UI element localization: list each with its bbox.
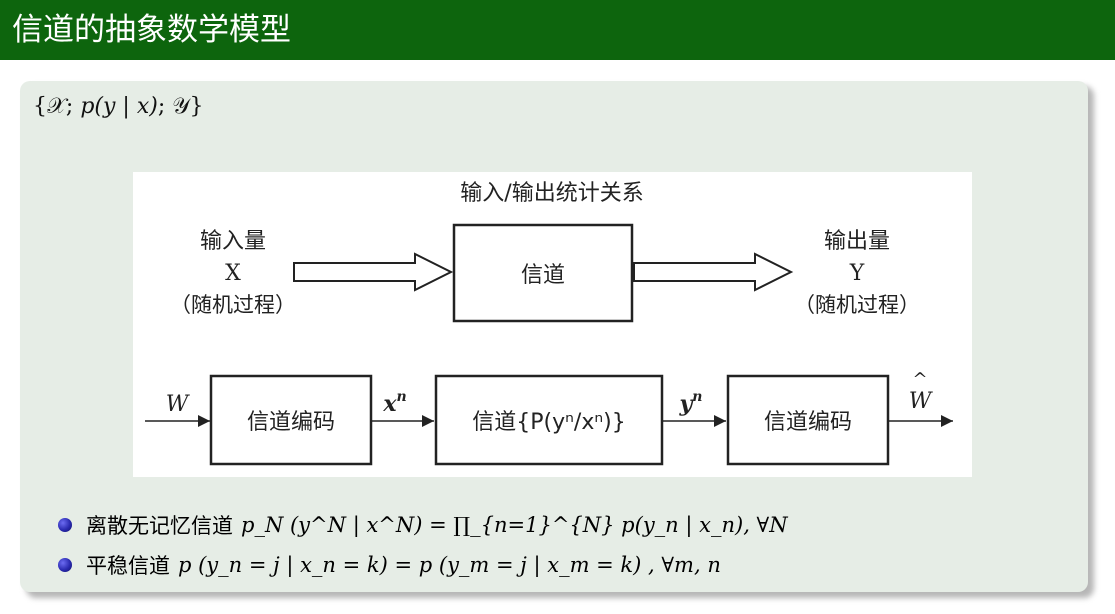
bullet-stationary: 平稳信道 p (y_n = j | x_n = k) = p (y_m = j … [58, 545, 788, 585]
input-symbol: X [225, 261, 241, 286]
output-alphabet: 𝒴 [172, 94, 190, 119]
transition-probability: p(y | x) [80, 94, 158, 119]
channel-box [452, 223, 634, 323]
message-symbol: W [166, 392, 191, 417]
channel-label: 信道 [521, 263, 565, 288]
noisy-channel-box [434, 374, 664, 466]
input-alphabet: 𝒳 [47, 94, 66, 119]
decoder-box [726, 374, 890, 466]
bullet-dot-icon [58, 558, 72, 572]
noisy-channel-label: 信道{P(yⁿ/xⁿ)} [472, 410, 625, 435]
set-close-brace: } [189, 94, 204, 119]
bullet-term: 平稳信道 [86, 554, 170, 578]
set-separator-2: ; [157, 94, 166, 119]
input-label: 输入量 [200, 229, 266, 254]
input-arrow [293, 252, 454, 292]
output-label: 输出量 [824, 229, 890, 254]
bullet-formula: p_N (y^N | x^N) = ∏_{n=1}^{N} p(y_n | x_… [241, 513, 788, 537]
bullet-list: 离散无记忆信道 p_N (y^N | x^N) = ∏_{n=1}^{N} p(… [58, 505, 788, 585]
estimate-symbol: W [909, 389, 934, 414]
bullet-term: 离散无记忆信道 [86, 514, 233, 538]
output-arrow [633, 252, 794, 292]
channel-set-notation: {𝒳; p(y | x); 𝒴} [33, 92, 204, 122]
estimate-hat: ^ [912, 369, 927, 390]
output-process: （随机过程） [794, 293, 920, 317]
channel-diagram: 输入/输出统计关系 输入量 X （随机过程） 信道 输出量 Y （随机过程） W… [145, 181, 953, 466]
bullet-dmc: 离散无记忆信道 p_N (y^N | x^N) = ∏_{n=1}^{N} p(… [58, 505, 788, 545]
title-bar: 信道的抽象数学模型 [0, 0, 1115, 60]
bullet-formula: p (y_n = j | x_n = k) = p (y_m = j | x_m… [178, 553, 721, 577]
decoder-label: 信道编码 [764, 410, 852, 435]
set-separator-1: ; [65, 94, 74, 119]
channel-model-figure: 输入/输出统计关系 输入量 X （随机过程） 信道 输出量 Y （随机过程） W… [133, 172, 972, 477]
received-symbol: yn [679, 389, 703, 417]
encoder-label: 信道编码 [247, 410, 335, 435]
set-open-brace: { [33, 94, 47, 119]
encoder-box [209, 374, 373, 466]
caption-statistics: 输入/输出统计关系 [460, 181, 643, 206]
codeword-superscript: n [396, 389, 406, 405]
bullet-dot-icon [58, 518, 72, 532]
received-base: y [679, 391, 695, 417]
codeword-symbol: xn [382, 389, 406, 417]
received-superscript: n [692, 389, 702, 405]
output-symbol: Y [849, 261, 865, 286]
slide-title: 信道的抽象数学模型 [12, 12, 291, 48]
input-process: （随机过程） [170, 293, 296, 317]
codeword-base: x [382, 391, 397, 417]
